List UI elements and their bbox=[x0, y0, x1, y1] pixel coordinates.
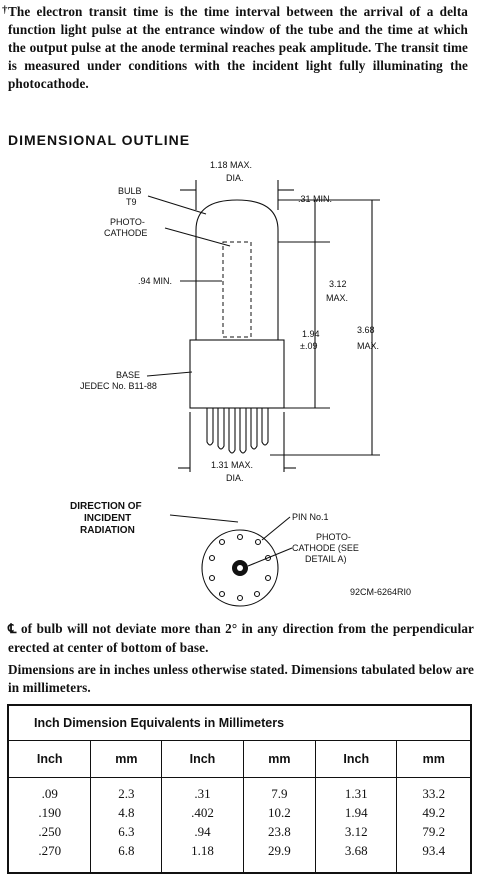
table-cell: .270 bbox=[38, 843, 62, 858]
header-inch-3: Inch bbox=[315, 740, 398, 778]
table-cell: 23.8 bbox=[267, 824, 291, 839]
direction-label-2: INCIDENT bbox=[84, 513, 131, 524]
mm-column-2: 7.9 10.2 23.8 29.9 bbox=[242, 777, 317, 874]
bulb-type: T9 bbox=[126, 197, 137, 207]
max-368-label: MAX. bbox=[357, 341, 379, 351]
table-cell: .402 bbox=[191, 805, 214, 820]
table-cell: 1.31 bbox=[344, 786, 368, 801]
table-cell: 29.9 bbox=[267, 843, 291, 858]
inch-column-2: .31 .402 .94 1.18 bbox=[161, 777, 244, 874]
header-inch-1: Inch bbox=[7, 740, 92, 778]
base-jedec: JEDEC No. B11-88 bbox=[80, 381, 157, 391]
header-mm-3: mm bbox=[396, 740, 472, 778]
mm-column-3: 33.2 49.2 79.2 93.4 bbox=[396, 777, 472, 874]
max-312-value: 3.12 bbox=[329, 279, 347, 289]
detail-label-3: DETAIL A) bbox=[305, 554, 347, 564]
table-cell: 1.94 bbox=[344, 805, 368, 820]
direction-label-3: RADIATION bbox=[80, 525, 135, 536]
photocathode-label-2: CATHODE bbox=[104, 228, 147, 238]
table-cell: 2.3 bbox=[118, 786, 135, 801]
dimensional-outline-drawing: 1.18 MAX. DIA. .31 MIN. BULB T9 PHOTO- C… bbox=[70, 160, 411, 607]
bulb-dia-label: 1.18 MAX. bbox=[210, 160, 252, 170]
direction-label: DIRECTION OF bbox=[70, 501, 142, 512]
inch-column-3: 1.31 1.94 3.12 3.68 bbox=[315, 777, 398, 874]
table-cell: 3.12 bbox=[344, 824, 368, 839]
bulb-label: BULB bbox=[118, 186, 142, 196]
window-min-label: .94 MIN. bbox=[138, 276, 172, 286]
table-cell: 6.8 bbox=[118, 843, 135, 858]
table-cell: .94 bbox=[194, 824, 211, 839]
table-cell: 79.2 bbox=[422, 824, 446, 839]
header-inch-2: Inch bbox=[161, 740, 244, 778]
base-pins bbox=[206, 408, 269, 454]
table-cell: .190 bbox=[38, 805, 62, 820]
table-cell: 3.68 bbox=[344, 843, 368, 858]
drawing-code: 92CM-6264RI0 bbox=[350, 587, 411, 597]
header-mm-2: mm bbox=[242, 740, 317, 778]
top-min-label: .31 MIN. bbox=[298, 194, 332, 204]
dimensions-note: Dimensions are in inches unless otherwis… bbox=[8, 662, 474, 695]
photocathode-outline bbox=[222, 241, 252, 338]
table-cell: .09 bbox=[41, 786, 58, 801]
bulb-dia-sub: DIA. bbox=[226, 173, 244, 183]
detail-label-2: CATHODE (SEE bbox=[292, 543, 359, 553]
table-cell: 10.2 bbox=[267, 805, 291, 820]
table-cell: .31 bbox=[194, 786, 211, 801]
bulb-outline bbox=[195, 199, 279, 340]
pin-holes bbox=[208, 533, 272, 602]
table-cell: 7.9 bbox=[271, 786, 288, 801]
base-outline bbox=[189, 339, 285, 409]
centerline-note: ℄ of bulb will not deviate more than 2° … bbox=[8, 621, 474, 655]
pin1-label: PIN No.1 bbox=[292, 512, 329, 522]
base-dia-sub: DIA. bbox=[226, 473, 244, 483]
outline-heading: DIMENSIONAL OUTLINE bbox=[8, 132, 191, 148]
table-cell: 6.3 bbox=[118, 824, 135, 839]
table-cell: 49.2 bbox=[422, 805, 446, 820]
header-mm-1: mm bbox=[90, 740, 163, 778]
base-label: BASE bbox=[116, 370, 140, 380]
dimension-equivalents-table: Inch Dimension Equivalents in Millimeter… bbox=[7, 704, 472, 874]
table-cell: 93.4 bbox=[422, 843, 446, 858]
transit-time-text: The electron transit time is the time in… bbox=[8, 4, 468, 91]
photocathode-label: PHOTO- bbox=[110, 217, 145, 227]
dim-194-value: 1.94 bbox=[302, 329, 320, 339]
dim-194-tol: ±.09 bbox=[300, 341, 317, 351]
table-cell: 4.8 bbox=[118, 805, 135, 820]
table-caption: Inch Dimension Equivalents in Millimeter… bbox=[7, 704, 472, 741]
base-dia-label: 1.31 MAX. bbox=[211, 460, 253, 470]
max-312-label: MAX. bbox=[326, 293, 348, 303]
table-cell: 33.2 bbox=[422, 786, 446, 801]
max-368-value: 3.68 bbox=[357, 325, 375, 335]
table-cell: .250 bbox=[38, 824, 62, 839]
inch-column-1: .09 .190 .250 .270 bbox=[7, 777, 92, 874]
base-detail-circle bbox=[201, 529, 279, 607]
table-row: .09 .190 .250 .270 2.3 4.8 6.3 6.8 .31 .… bbox=[7, 777, 472, 874]
detail-label: PHOTO- bbox=[316, 532, 351, 542]
footnote-marker: † bbox=[2, 4, 8, 16]
transit-time-note: † The electron transit time is the time … bbox=[2, 3, 468, 93]
mm-column-1: 2.3 4.8 6.3 6.8 bbox=[90, 777, 163, 874]
table-cell: 1.18 bbox=[191, 843, 214, 858]
